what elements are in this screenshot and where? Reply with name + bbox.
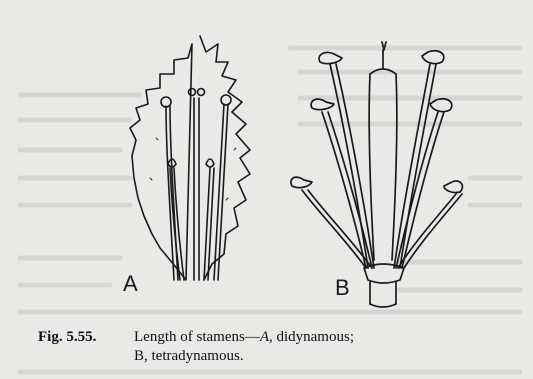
- panel-a-didynamous-drawing: [100, 28, 280, 298]
- figure-number: Fig. 5.55.: [38, 328, 134, 347]
- pistil: [369, 42, 397, 260]
- receptacle: [364, 264, 404, 307]
- caption-text-prefix: Length of stamens—: [134, 329, 260, 345]
- short-stamens: [291, 177, 463, 268]
- panel-b-tetradynamous-drawing: [280, 28, 470, 313]
- panel-b-label: B: [335, 277, 350, 299]
- caption-text-italic: A: [260, 329, 269, 345]
- caption-text-suffix: , didynamous;: [269, 329, 354, 345]
- figure-caption: Fig. 5.55.Length of stamens—A, didynamou…: [38, 328, 528, 366]
- panel-a-label: A: [123, 273, 138, 295]
- caption-line-2: B, tetradynamous.: [38, 347, 528, 366]
- caption-line-1: Fig. 5.55.Length of stamens—A, didynamou…: [38, 328, 528, 347]
- long-stamens: [311, 51, 452, 268]
- petal-outline: [130, 36, 250, 280]
